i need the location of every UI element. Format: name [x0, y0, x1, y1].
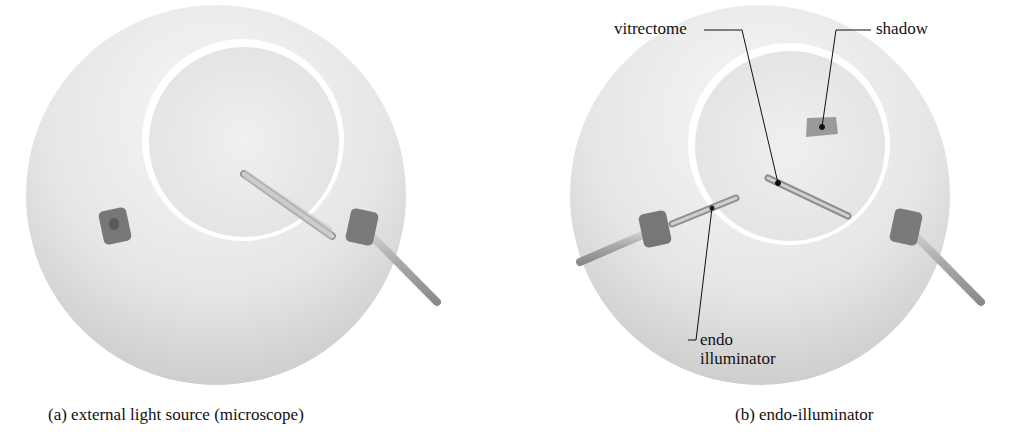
part-label: shadow — [876, 20, 928, 39]
eye-a — [26, 5, 437, 385]
subfigure-caption: (a) external light source (microscope) — [48, 406, 304, 425]
part-label: endo illuminator — [700, 331, 785, 368]
part-label: vitrectome — [614, 20, 687, 39]
subfigure-caption: (b) endo-illuminator — [735, 406, 873, 425]
leader-lines — [688, 30, 871, 340]
eye-b — [570, 5, 981, 385]
